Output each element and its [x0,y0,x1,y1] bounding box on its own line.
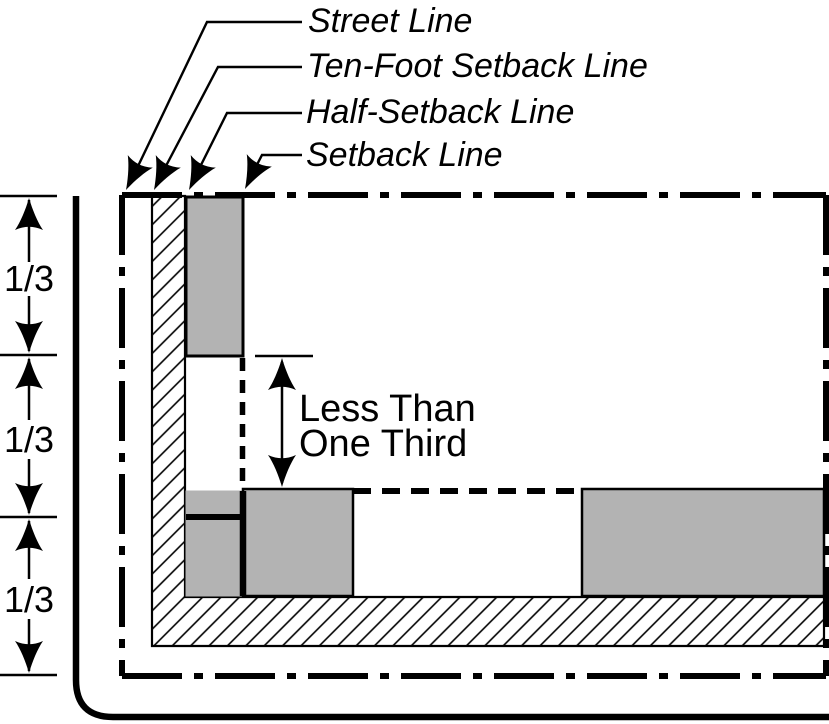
fraction-label-middle: 1/3 [4,419,54,460]
less-than-label-line1: Less Than [299,388,476,430]
ten-foot-setback-line-label: Ten-Foot Setback Line [307,47,648,85]
fraction-label-bottom: 1/3 [4,579,54,620]
building-block-right [580,487,826,598]
street-line-label: Street Line [308,2,472,40]
street-curb-line [72,196,829,721]
fraction-label-top: 1/3 [4,258,54,299]
half-setback-line-label: Half-Setback Line [306,93,574,131]
less-than-label-line2: One Third [299,423,467,465]
building-block-left [185,490,244,597]
callout-leader-lines [127,20,302,186]
building-block-center [241,487,355,598]
building-block-top [184,195,245,358]
setback-line-label: Setback Line [306,136,503,174]
